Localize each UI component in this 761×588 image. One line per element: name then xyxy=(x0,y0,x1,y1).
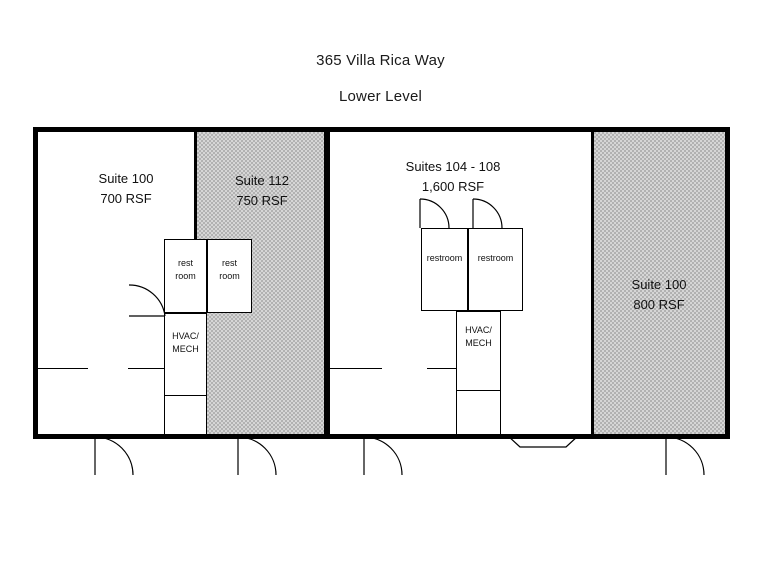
rest-room-left-label: rest room xyxy=(175,258,196,281)
door-entry-suite-112-icon xyxy=(237,436,277,476)
rest-room-right-label: rest room xyxy=(219,258,240,281)
rest-room-right-box xyxy=(207,239,252,313)
hvac-mech-right-box xyxy=(456,311,501,435)
suite-100-right-hatch-fill xyxy=(593,131,726,435)
rest-room-left-box xyxy=(164,239,207,313)
suite-100-right-label: Suite 100 800 RSF xyxy=(631,277,687,312)
door-entry-suites-104-108-icon xyxy=(363,436,403,476)
partition-stub-center-lower xyxy=(330,368,382,369)
hvac-mech-left-box xyxy=(164,313,207,435)
partition-stub-left-lower xyxy=(38,368,88,369)
door-restroom-a-icon xyxy=(419,198,450,229)
hvac-mech-left-label: HVAC/ MECH xyxy=(172,331,199,354)
entry-stoop-icon xyxy=(506,434,580,448)
wall-top xyxy=(33,127,730,132)
floor-plan: rest room rest room HVAC/ MECH restroom … xyxy=(33,127,730,476)
demising-wall-suite100-right xyxy=(591,127,594,439)
page-subtitle: Lower Level xyxy=(338,88,423,105)
door-restroom-b-icon xyxy=(472,198,503,229)
suite-112-label: Suite 112 750 RSF xyxy=(235,173,289,208)
wall-left xyxy=(33,127,38,439)
suite-100-left-label: Suite 100 700 RSF xyxy=(98,171,154,206)
partition-stub-left-mid xyxy=(128,368,165,369)
door-rest-room-left-icon xyxy=(128,284,166,317)
suites-104-108-label: Suites 104 - 108 1,600 RSF xyxy=(405,159,501,194)
hvac-mech-right-divider xyxy=(457,390,500,391)
hvac-mech-right-label: HVAC/ MECH xyxy=(465,325,492,348)
door-entry-suite-100-left-icon xyxy=(94,436,134,476)
page-title: 365 Villa Rica Way xyxy=(316,52,445,69)
wall-bottom xyxy=(33,434,730,439)
demising-wall-center xyxy=(325,127,330,439)
hvac-mech-left-divider xyxy=(165,395,206,396)
door-entry-suite-100-right-icon xyxy=(665,436,705,476)
suite-112-hatch-fill xyxy=(196,131,326,435)
restroom-b-box xyxy=(468,228,523,311)
wall-right xyxy=(725,127,730,439)
restroom-a-label: restroom xyxy=(426,253,463,263)
restroom-b-label: restroom xyxy=(477,253,514,263)
partition-stub-center-mid xyxy=(427,368,456,369)
restroom-a-box xyxy=(421,228,468,311)
